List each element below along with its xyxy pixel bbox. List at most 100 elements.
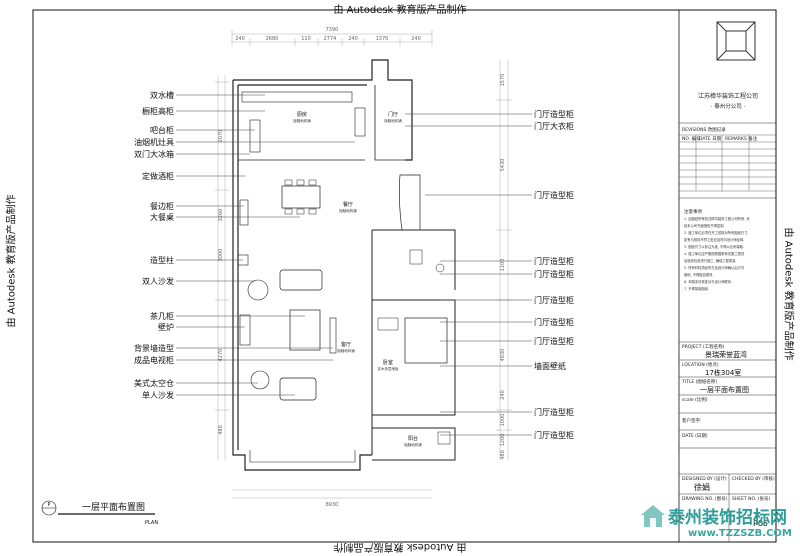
company-logo-icon	[716, 21, 756, 61]
bath-fixture	[409, 249, 423, 265]
notes-list: 1. 此图纸所有权归樟华装饰工程公司所有, 未 经本公司书面授权不得复制. 2.…	[684, 216, 750, 291]
dim-label: 3000	[218, 249, 224, 262]
label-tall-cabinet: 橱柜高柜	[142, 106, 174, 116]
room-balcony-floor: 抛釉地砖铺	[404, 442, 422, 447]
right-annotations: 门厅造型柜 门厅大衣柜 门厅造型柜 门厅造型柜 门厅造型柜 门厅造型柜 门厅造型…	[405, 109, 574, 440]
company-branch: · 泰州分公司 ·	[711, 102, 746, 110]
staircase	[398, 174, 421, 231]
label-hall-cabinet: 门厅造型柜	[534, 295, 574, 305]
dim-top-segments: 240 2680 110 2774 240 1370 240	[235, 36, 421, 42]
label-hall-wardrobe: 门厅大衣柜	[534, 121, 574, 131]
wing-wall	[372, 229, 456, 290]
label-hall-cabinet: 门厅造型柜	[534, 256, 574, 266]
note-line: 3. 图纸尺寸以标注为准, 不得以比例量取.	[684, 244, 744, 249]
plan-title: 一层平面布置图	[82, 501, 145, 513]
single-sofa	[279, 377, 317, 401]
room-living-floor: 抛釉地砖铺	[337, 348, 355, 353]
note-line: 1. 此图纸所有权归樟华装饰工程公司所有, 未	[684, 216, 750, 221]
label-dining-table: 大餐桌	[150, 212, 174, 222]
label-fridge: 双门大冰箱	[134, 149, 174, 159]
sheet-number: P05	[753, 519, 768, 528]
plan-title-block: P 一层平面布置图 PLAN	[41, 500, 158, 526]
wing-wall	[372, 299, 456, 416]
room-kitchen-floor: 抛釉地砖铺	[293, 118, 311, 123]
label-double-sink: 双水槽	[150, 90, 174, 100]
label-hall-cabinet: 门厅造型柜	[534, 407, 574, 417]
note-line: 2. 施工单位必须在开工前核对所有图纸尺寸,	[684, 230, 749, 235]
tv-cabinet	[329, 317, 337, 354]
label-sideboard: 餐边柜	[150, 201, 174, 211]
room-balcony: 阳台	[408, 435, 418, 442]
designer-name: 徐娟	[694, 482, 710, 492]
note-line: 6. 本图未尽事宜请与设计师联系.	[684, 279, 732, 284]
washer	[437, 431, 451, 445]
room-bedroom: 卧室	[383, 359, 393, 366]
dim-left-segments: 2070 3260 3000 4270 480	[218, 130, 224, 435]
dim-label: 3260	[218, 209, 224, 222]
room-bedroom-floor: 实木多层地板	[378, 366, 399, 371]
scale-label: scale (比例)	[682, 396, 708, 403]
label-space-chair: 美式太空仓	[134, 378, 174, 388]
room-dining-floor: 抛釉地砖铺	[339, 208, 357, 213]
label-hall-cabinet: 门厅造型柜	[534, 269, 574, 279]
dim-label: 4830	[500, 349, 506, 362]
dim-label: 2070	[218, 130, 224, 143]
dim-bottom-total: 8930	[326, 502, 339, 508]
note-line: 7. 不得量取图纸.	[684, 286, 709, 291]
dining-chairs	[284, 179, 317, 215]
room-hall: 门厅	[388, 111, 398, 118]
room-dining: 餐厅	[343, 201, 353, 208]
label-tv-cabinet: 成品电视柜	[134, 355, 174, 365]
room-labels: 厨房 抛釉地砖铺 门厅 抛釉地砖铺 餐厅 抛釉地砖铺 客厅 抛釉地砖铺 卧室 实…	[293, 111, 422, 447]
designed-by-label: DESIGNED BY (设计)	[682, 475, 727, 482]
wing-wall	[372, 427, 456, 461]
label-hall-cabinet: 门厅造型柜	[534, 336, 574, 346]
coffee-table	[289, 309, 321, 351]
dim-label: 1000	[500, 414, 506, 427]
fireplace	[239, 314, 251, 346]
dim-label: 5430	[500, 159, 506, 172]
wardrobe	[377, 317, 399, 331]
dim-label: 1100	[500, 259, 506, 272]
label-double-sofa: 双人沙发	[142, 276, 174, 286]
dim-label: 240	[235, 36, 245, 42]
notes-title: 注意事项	[684, 208, 702, 215]
sheet-no-label: SHEET NO. (张号)	[732, 495, 770, 502]
space-chair	[250, 370, 270, 390]
house-icon	[641, 505, 665, 527]
label-wine-cabinet: 定做酒柜	[142, 171, 174, 181]
left-leader-lines	[176, 94, 355, 396]
checked-by-label: CHECKED BY (审核)	[732, 475, 775, 482]
note-line: 5. 所有材料须经甲方及设计师确认后方可	[684, 265, 745, 270]
dim-label: 110	[301, 36, 311, 42]
dim-label: 480	[500, 450, 506, 460]
dim-label: 1370	[376, 36, 389, 42]
note-line: 经本公司书面授权不得复制.	[684, 223, 725, 228]
dimension-lines	[215, 30, 512, 499]
dim-right-segments: 1570 5430 1100 4830 240 1000 1200 480	[500, 74, 506, 460]
floor-plan	[232, 59, 456, 471]
note-line: 4. 施工单位应严格按照国家有关施工规范	[684, 251, 745, 256]
dim-top-total: 7390	[326, 27, 339, 33]
double-sofa	[279, 269, 323, 291]
note-line: 使用, 不得擅自更改.	[684, 272, 714, 277]
dim-label: 240	[500, 390, 506, 400]
hall-wall	[374, 85, 410, 161]
title-label: TITLE (图纸名称)	[681, 378, 717, 385]
drawing-title: 一层平面布置图	[700, 385, 749, 394]
brand-url: www.TZZSZB.COM	[688, 528, 792, 539]
note-line: 如有与现场不符之处应及时向设计师反映.	[684, 237, 744, 242]
label-bar-counter: 吧台柜	[150, 125, 174, 135]
exterior-wall	[232, 80, 372, 471]
drawing-no-label: DRAWING NO. (图号)	[682, 496, 728, 502]
bed	[404, 317, 448, 364]
kitchen-island	[249, 119, 261, 153]
label-feature-wall: 背景墙造型	[134, 343, 174, 353]
right-leader-lines	[405, 113, 532, 436]
brand-name: 泰州装饰招标网	[668, 508, 787, 528]
brand-watermark: 泰州装饰招标网 www.TZZSZB.COM	[638, 501, 798, 549]
kitchen-counter	[241, 91, 353, 103]
company-name: 江苏樟华装饰工程公司	[698, 92, 758, 100]
cooktop	[354, 107, 366, 137]
